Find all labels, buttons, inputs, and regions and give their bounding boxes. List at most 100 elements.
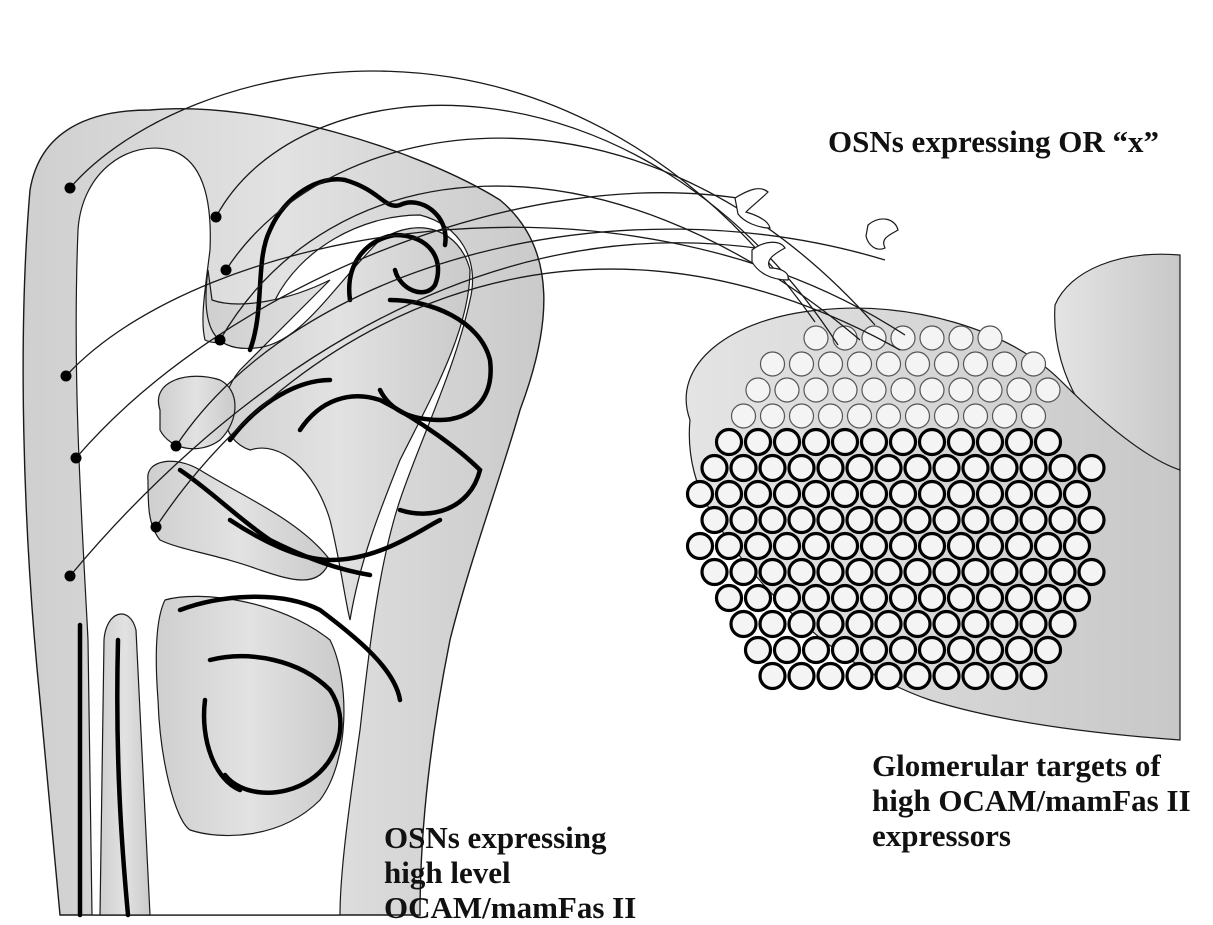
low-ocam-glomerulus [920, 378, 944, 402]
low-ocam-glomerulus [862, 326, 886, 350]
high-ocam-glomerulus [905, 612, 930, 637]
high-ocam-glomerulus [731, 560, 756, 585]
high-ocam-glomerulus [789, 664, 814, 689]
high-ocam-glomerulus [1021, 664, 1046, 689]
low-ocam-glomerulus [833, 378, 857, 402]
high-ocam-glomerulus [789, 560, 814, 585]
high-ocam-glomerulus [949, 638, 974, 663]
low-ocam-glomerulus [920, 326, 944, 350]
low-ocam-glomerulus [949, 326, 973, 350]
olfactory-bulb [686, 254, 1180, 740]
osn-cell-body [215, 335, 226, 346]
high-ocam-glomerulus [992, 560, 1017, 585]
high-ocam-glomerulus [1050, 508, 1075, 533]
high-ocam-glomerulus [1007, 482, 1032, 507]
high-ocam-glomerulus [833, 430, 858, 455]
high-ocam-glomerulus [833, 638, 858, 663]
low-ocam-glomerulus [819, 352, 843, 376]
high-ocam-glomerulus [949, 534, 974, 559]
label-line: OSNs expressing [384, 820, 636, 855]
high-ocam-glomerulus [833, 586, 858, 611]
low-ocam-glomerulus [819, 404, 843, 428]
high-ocam-glomerulus [717, 586, 742, 611]
high-ocam-glomerulus [1007, 638, 1032, 663]
high-ocam-glomerulus [818, 508, 843, 533]
low-ocam-glomerulus [906, 404, 930, 428]
high-ocam-glomerulus [1036, 430, 1061, 455]
osn-cell-body [151, 522, 162, 533]
low-ocam-glomerulus [1036, 378, 1060, 402]
low-ocam-glomerulus [978, 378, 1002, 402]
epithelium-fold-bottom [156, 596, 344, 835]
low-ocam-glomerulus [833, 326, 857, 350]
osn-cell-body [221, 265, 232, 276]
high-ocam-glomerulus [992, 456, 1017, 481]
high-ocam-glomerulus [847, 508, 872, 533]
high-ocam-glomerulus [949, 482, 974, 507]
high-ocam-glomerulus [949, 586, 974, 611]
low-ocam-glomerulus [804, 378, 828, 402]
high-ocam-glomerulus [1065, 534, 1090, 559]
high-ocam-glomerulus [905, 664, 930, 689]
high-ocam-glomerulus [833, 482, 858, 507]
high-ocam-glomerulus [905, 508, 930, 533]
high-ocam-glomerulus [804, 482, 829, 507]
high-ocam-glomerulus [717, 430, 742, 455]
low-ocam-glomerulus [877, 404, 901, 428]
high-ocam-glomerulus [992, 508, 1017, 533]
high-ocam-glomerulus [760, 664, 785, 689]
high-ocam-glomerulus [992, 612, 1017, 637]
high-ocam-glomerulus [775, 482, 800, 507]
high-ocam-glomerulus [818, 456, 843, 481]
label-line: OSNs expressing OR “x” [828, 124, 1159, 159]
high-ocam-glomerulus [746, 586, 771, 611]
high-ocam-glomerulus [775, 534, 800, 559]
high-ocam-glomerulus [1021, 508, 1046, 533]
high-ocam-glomerulus [891, 430, 916, 455]
high-ocam-glomerulus [920, 430, 945, 455]
high-ocam-glomerulus [847, 456, 872, 481]
high-ocam-glomerulus [804, 534, 829, 559]
low-ocam-glomerulus [935, 352, 959, 376]
high-ocam-glomerulus [963, 664, 988, 689]
high-ocam-glomerulus [1050, 456, 1075, 481]
high-ocam-glomerulus [862, 586, 887, 611]
high-ocam-glomerulus [688, 534, 713, 559]
high-ocam-glomerulus [862, 482, 887, 507]
high-ocam-glomerulus [963, 612, 988, 637]
osn-cell-body [71, 453, 82, 464]
high-ocam-glomerulus [891, 534, 916, 559]
high-ocam-glomerulus [1007, 586, 1032, 611]
high-ocam-glomerulus [746, 534, 771, 559]
high-ocam-glomerulus [876, 612, 901, 637]
high-ocam-glomerulus [963, 508, 988, 533]
low-ocam-glomerulus [848, 352, 872, 376]
high-ocam-glomerulus [920, 638, 945, 663]
low-ocam-glomerulus [848, 404, 872, 428]
low-ocam-glomerulus [993, 404, 1017, 428]
high-ocam-glomerulus [818, 612, 843, 637]
low-ocam-glomerulus [993, 352, 1017, 376]
label-line: high OCAM/mamFas II [872, 783, 1191, 818]
high-ocam-glomerulus [891, 482, 916, 507]
high-ocam-glomerulus [760, 508, 785, 533]
low-ocam-glomerulus [804, 326, 828, 350]
high-ocam-glomerulus [920, 586, 945, 611]
low-ocam-glomerulus [761, 352, 785, 376]
low-ocam-glomerulus [964, 404, 988, 428]
high-ocam-glomerulus [847, 560, 872, 585]
high-ocam-glomerulus [876, 508, 901, 533]
high-ocam-glomerulus [905, 560, 930, 585]
low-ocam-glomerulus [862, 378, 886, 402]
high-ocam-glomerulus [934, 612, 959, 637]
high-ocam-glomerulus [1021, 560, 1046, 585]
high-ocam-glomerulus [847, 612, 872, 637]
high-ocam-glomerulus [760, 612, 785, 637]
high-ocam-glomerulus [818, 664, 843, 689]
high-ocam-glomerulus [1079, 456, 1104, 481]
osn-cell-body [65, 571, 76, 582]
high-ocam-glomerulus [978, 534, 1003, 559]
high-ocam-glomerulus [746, 482, 771, 507]
high-ocam-glomerulus [1007, 430, 1032, 455]
high-ocam-glomerulus [920, 534, 945, 559]
